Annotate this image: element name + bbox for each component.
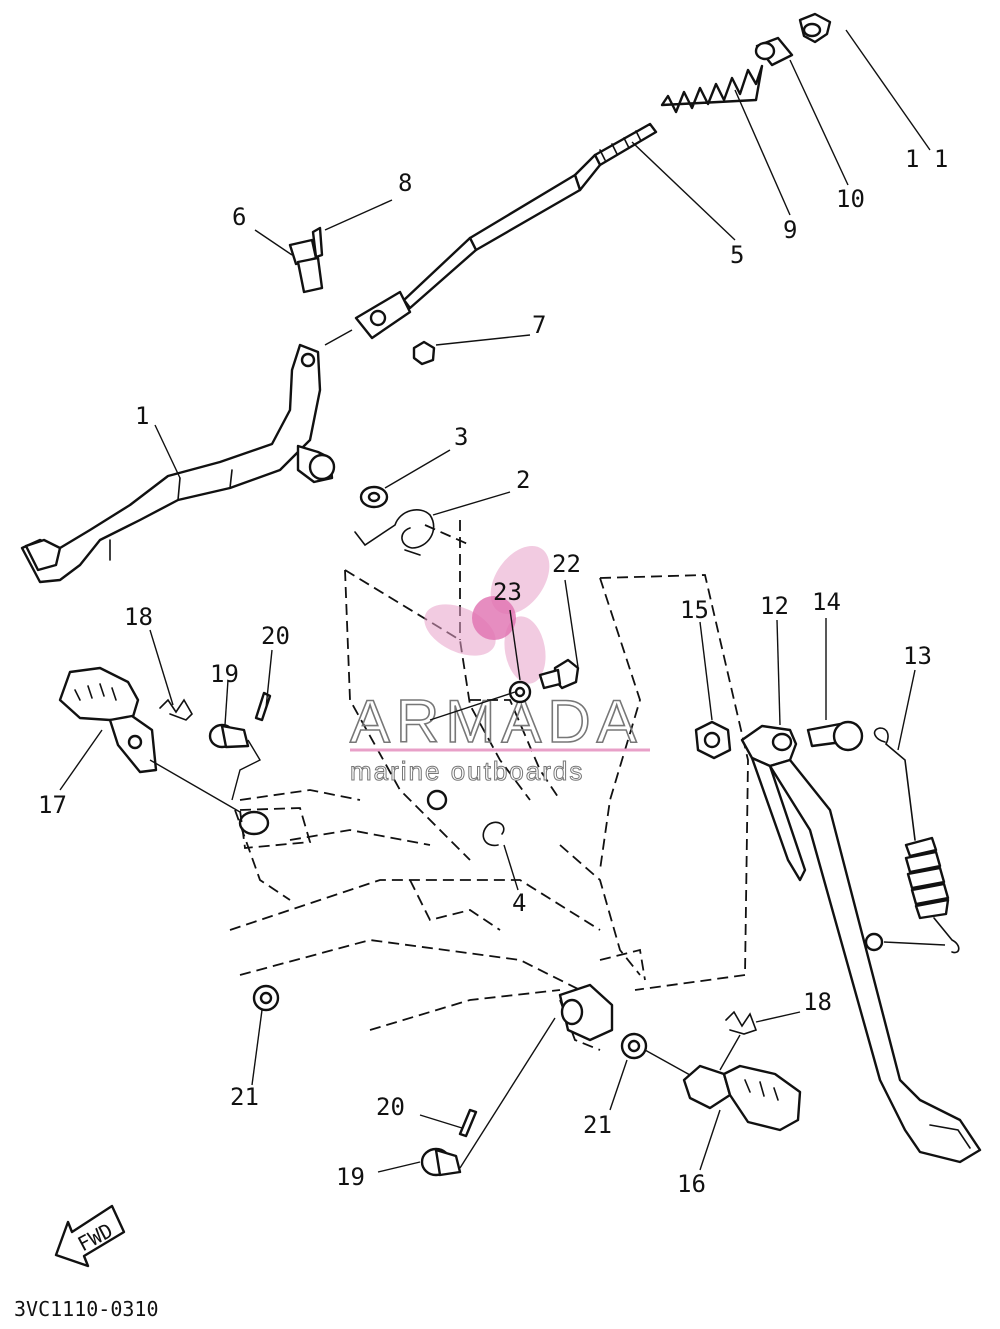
part-16-right-footrest — [682, 1064, 802, 1132]
callout-6: 6 — [232, 203, 246, 231]
leader-lines — [59, 29, 946, 1173]
part-code: 3VC1110-0310 — [14, 1297, 159, 1321]
callout-17: 17 — [38, 791, 67, 819]
callout-21-left: 21 — [230, 1083, 259, 1111]
left-footrest-bracket — [238, 807, 312, 849]
watermark-tagline: marine outboards — [350, 756, 584, 786]
part-10-joint — [754, 36, 794, 67]
part-23-washer — [508, 680, 532, 704]
part-2-return-spring — [354, 509, 435, 556]
part-9-spring — [660, 64, 764, 114]
callout-20-bottom: 20 — [376, 1093, 405, 1121]
callout-20-left: 20 — [261, 622, 290, 650]
callout-19-left: 19 — [210, 660, 239, 688]
part-20-left-cotter-pin — [254, 691, 272, 722]
part-20-bottom-cotter-pin — [458, 1108, 478, 1138]
part-5-brake-rod — [354, 122, 658, 340]
part-11-wing-nut — [798, 12, 832, 44]
callout-18-right: 18 — [803, 988, 832, 1016]
part-1-brake-pedal — [20, 343, 336, 584]
part-12-sidestand — [740, 724, 982, 1164]
fwd-arrow-icon: FWD — [54, 1204, 126, 1268]
callout-19-bottom: 19 — [336, 1163, 365, 1191]
callout-22: 22 — [552, 550, 581, 578]
callout-3: 3 — [454, 423, 468, 451]
watermark-logo: ARMADA marine outboards — [349, 545, 650, 787]
part-18-left-spring — [159, 698, 193, 721]
callout-16: 16 — [677, 1170, 706, 1198]
part-14-bolt — [806, 720, 864, 752]
callout-8: 8 — [398, 169, 412, 197]
part-3-washer — [359, 485, 389, 509]
callout-21-right: 21 — [583, 1111, 612, 1139]
callout-18-left: 18 — [124, 603, 153, 631]
part-18-right-spring — [725, 1010, 758, 1035]
callout-12: 12 — [760, 592, 789, 620]
part-21-left-washer — [252, 984, 280, 1012]
part-15-collar — [694, 720, 732, 760]
part-7-nut — [412, 340, 436, 366]
part-6-clevis-pin — [288, 238, 324, 294]
callout-15: 15 — [680, 596, 709, 624]
part-21-right-washer — [620, 1032, 648, 1060]
part-4-circlip — [426, 789, 505, 847]
callout-labels: 1 1 10 9 5 8 6 7 1 3 2 22 23 18 20 19 17… — [38, 145, 948, 1198]
callout-4: 4 — [512, 889, 526, 917]
propeller-logo-icon — [424, 545, 550, 684]
part-19-bottom-pin — [420, 1147, 462, 1177]
part-13-spring — [864, 727, 960, 954]
callout-10: 10 — [836, 185, 865, 213]
callout-23: 23 — [493, 578, 522, 606]
part-19-left-pin — [208, 723, 250, 749]
callout-11: 1 1 — [905, 145, 948, 173]
callout-14: 14 — [812, 588, 841, 616]
callout-5: 5 — [730, 241, 744, 269]
callout-7: 7 — [532, 311, 546, 339]
callout-2: 2 — [516, 466, 530, 494]
part-17-left-footrest — [58, 666, 158, 774]
callout-13: 13 — [903, 642, 932, 670]
callout-9: 9 — [783, 216, 797, 244]
right-footrest-bracket — [558, 983, 614, 1042]
part-22-bolt — [538, 658, 580, 690]
callout-1: 1 — [135, 402, 149, 430]
